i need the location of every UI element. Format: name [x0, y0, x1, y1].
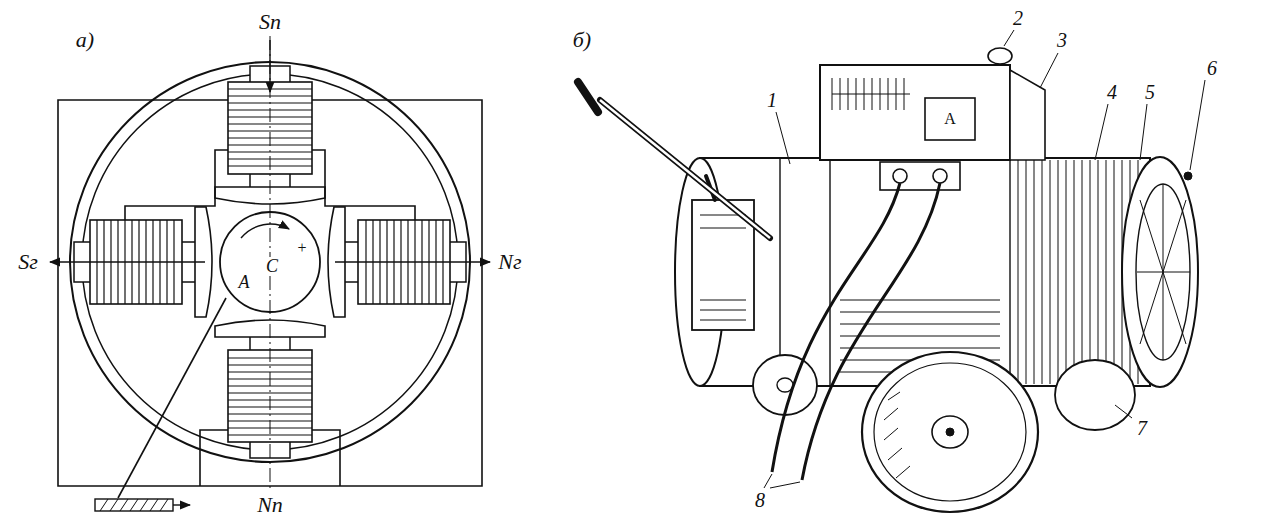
armature: [220, 212, 320, 312]
control-box: [820, 48, 1045, 160]
callout-number: 8: [753, 490, 767, 510]
pole-label: Nп: [255, 494, 285, 516]
terminal: [95, 499, 190, 511]
wheels: [753, 352, 1135, 512]
knob: [988, 48, 1012, 64]
flux-arrow: [269, 40, 270, 92]
rotation-arrow: [241, 224, 289, 238]
tow-handle: [578, 82, 770, 238]
leader-lines: [764, 30, 1205, 488]
generator-schematic: [50, 36, 490, 511]
callout-number: 2: [1011, 8, 1025, 28]
flux-arrow: [335, 261, 490, 262]
callout-number: 3: [1055, 30, 1069, 50]
figure-letter: а): [74, 29, 96, 51]
pole-coil: [215, 320, 325, 458]
callout-number: 1: [765, 90, 779, 110]
terminals: [880, 162, 960, 190]
callout-number: 5: [1143, 82, 1157, 102]
welding-generator-drawing: [578, 30, 1205, 512]
pole-label: Nг: [496, 251, 523, 273]
polarity-sign: +: [295, 240, 308, 256]
callout-number: 4: [1105, 82, 1119, 102]
end-cap: [1122, 157, 1198, 387]
callout-number: 6: [1205, 58, 1219, 78]
figure-letter: б): [571, 29, 593, 51]
bracket: [1010, 70, 1045, 160]
wiring: [58, 100, 482, 498]
brush-label: A: [237, 273, 252, 291]
ammeter-symbol: A: [942, 111, 958, 127]
pole-label: Sг: [16, 251, 40, 273]
flux-arrow: [50, 261, 205, 262]
callout-number: 7: [1135, 418, 1149, 438]
pole-label: Sп: [257, 11, 283, 33]
ammeter-window: [925, 98, 975, 140]
brush-label: C: [264, 257, 280, 275]
generator-body: [675, 158, 1150, 386]
welding-cables: [772, 183, 940, 480]
